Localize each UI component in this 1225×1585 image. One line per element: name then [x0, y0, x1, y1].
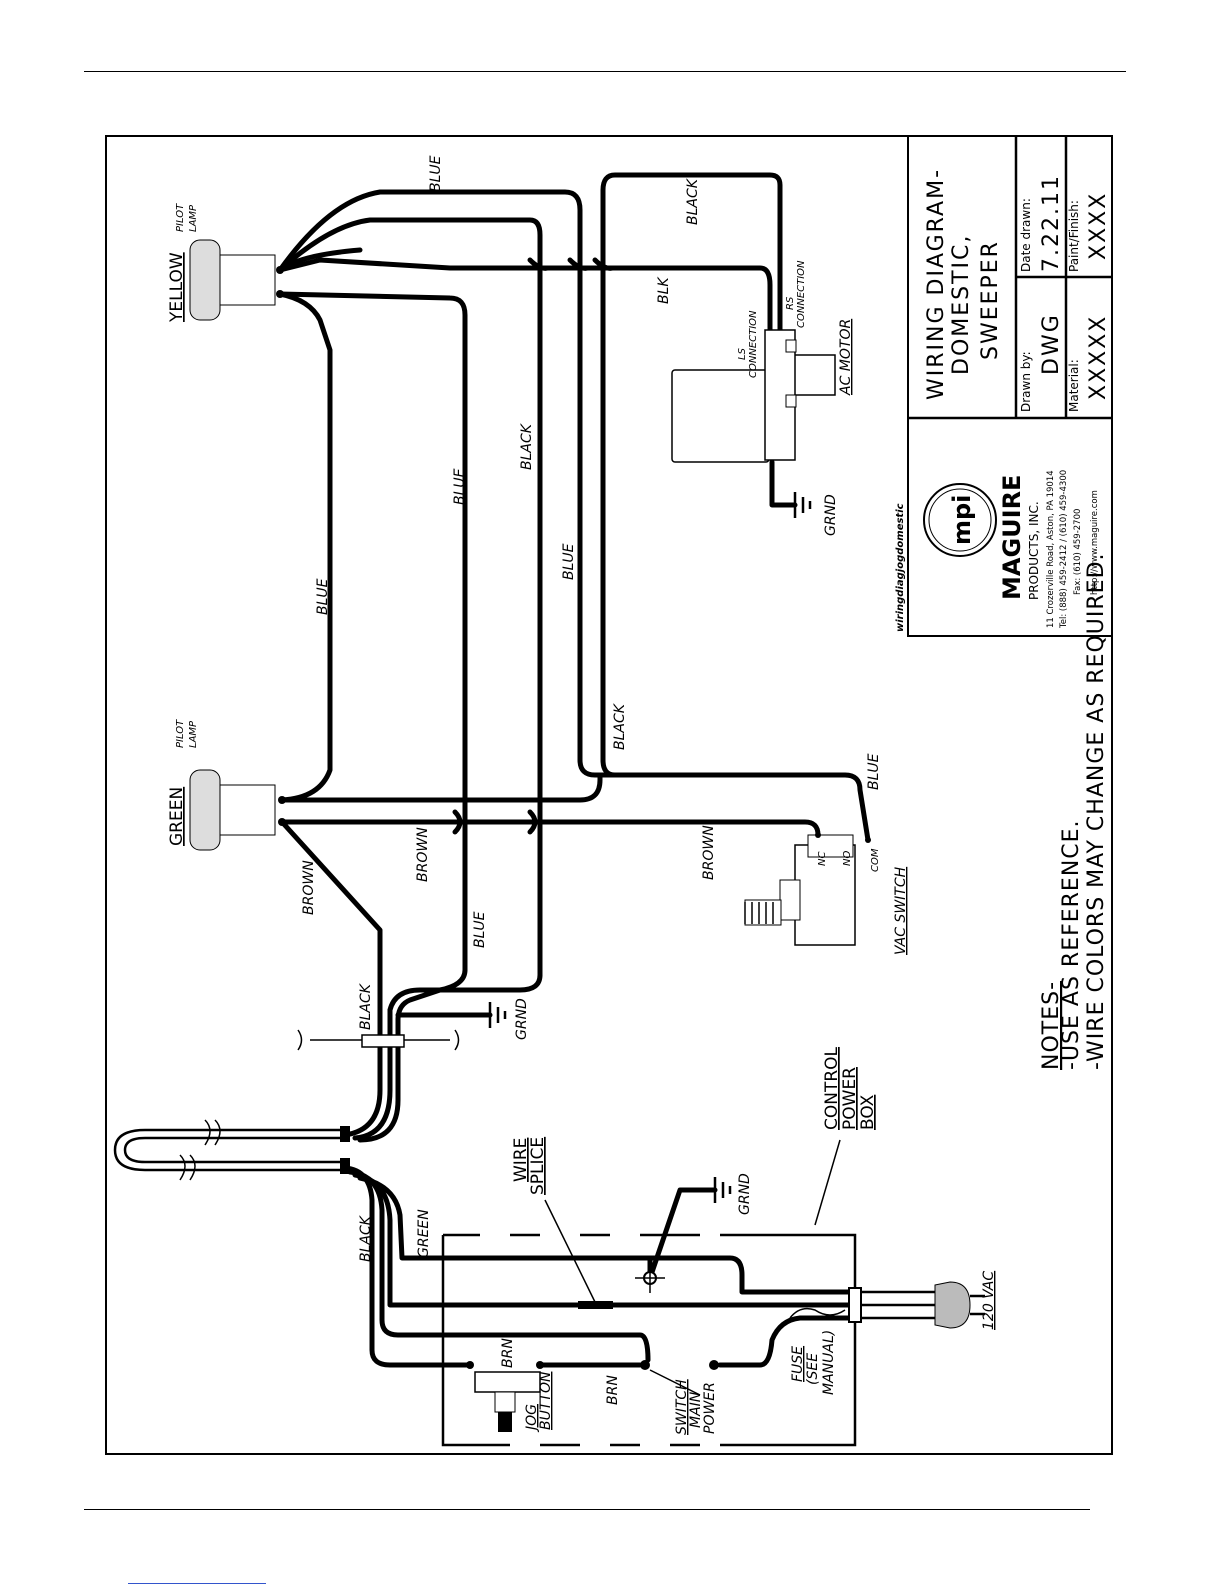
label-blue-left: BLUE	[315, 578, 331, 615]
label-brown-vac: BROWN	[701, 825, 717, 880]
fuse-line3: MANUAL)	[821, 1330, 837, 1395]
label-black-right: BLACK	[612, 702, 628, 750]
company-subname: PRODUCTS, INC.	[1027, 501, 1041, 600]
ls-connection-line1: LS	[737, 347, 748, 360]
yellow-pilot-line2: LAMP	[188, 204, 199, 232]
main-switch-line3: POWER	[702, 1382, 718, 1434]
wire-labels: BLUE BLACK BLK BLACK BLUE BLUE BLUE BLAC…	[301, 155, 882, 1405]
main-switch-line1: SWITCH	[674, 1379, 690, 1435]
paint-label: Paint/Finish:	[1067, 200, 1081, 272]
vac-com-label: COM	[870, 848, 881, 872]
title-line2: DOMESTIC,	[949, 234, 974, 375]
plug-label: 120 VAC	[981, 1271, 997, 1330]
paint-value: XXXX	[1086, 192, 1111, 260]
yellow-pilot-line1: PILOT	[175, 203, 186, 232]
label-black-mid: BLACK	[519, 422, 535, 470]
bulkhead-connector	[297, 1029, 460, 1051]
ls-connection-line2: CONNECTION	[748, 310, 759, 378]
jog-button-symbol	[466, 1361, 544, 1432]
component-labels: YELLOW PILOT LAMP GREEN PILOT LAMP LS CO…	[167, 203, 997, 1435]
label-blue-mid: BLUE	[452, 468, 468, 505]
ac-motor-label: AC MOTOR	[838, 319, 854, 396]
label-blue-right: BLUE	[561, 543, 577, 580]
rs-connection-line2: CONNECTION	[796, 260, 807, 328]
wire-crossings	[452, 257, 616, 835]
label-brn-box2: BRN	[605, 1375, 621, 1405]
wire-splice-line1: WIRE	[511, 1138, 531, 1182]
connector-ground-label: GRND	[514, 998, 530, 1040]
control-power-box	[441, 1233, 862, 1447]
label-blue-low: BLUE	[472, 911, 488, 948]
control-box-line2: POWER	[840, 1067, 860, 1130]
drawing-filename: wiringdiagjogdomestic	[895, 503, 906, 632]
label-brown-left: BROWN	[301, 860, 317, 915]
power-plug	[934, 1281, 985, 1329]
ac-motor	[671, 329, 836, 508]
green-pilot-line2: LAMP	[188, 720, 199, 748]
drawing-frame	[105, 135, 1113, 1455]
drawn-by-value: DWG	[1039, 313, 1064, 375]
control-box-leader	[814, 1139, 841, 1226]
company-name: MAGUIRE	[998, 475, 1026, 600]
label-brown-mid: BROWN	[415, 827, 431, 882]
label-blue-vac: BLUE	[866, 753, 882, 790]
label-black-cord: BLACK	[358, 1214, 374, 1262]
date-drawn-value: 7.22.11	[1039, 174, 1064, 272]
notes-line2: -WIRE COLORS MAY CHANGE AS REQUIRED.	[1084, 552, 1109, 1070]
title-block: WIRING DIAGRAM- DOMESTIC, SWEEPER Drawn …	[907, 135, 1113, 637]
vac-switch	[744, 832, 871, 946]
notes-line1: -USE AS REFERENCE.	[1059, 819, 1084, 1070]
green-pilot-lamp	[189, 769, 286, 851]
main-switch-line2: MAIN	[688, 1391, 704, 1428]
wire-splice-line2: SPLICE	[528, 1137, 548, 1195]
fuse-line1: FUSE	[790, 1346, 806, 1382]
green-lamp-label: GREEN	[167, 787, 187, 846]
date-drawn-label: Date drawn:	[1019, 198, 1033, 272]
label-blk: BLK	[656, 276, 672, 304]
title-line3: SWEEPER	[978, 240, 1003, 360]
header-rule	[84, 71, 1126, 72]
label-blue-top: BLUE	[428, 155, 444, 192]
label-green-cord: GREEN	[416, 1209, 432, 1258]
fuse-symbol	[789, 1307, 846, 1319]
vac-switch-label: VAC SWITCH	[893, 866, 909, 955]
box-ground-symbol	[635, 1263, 665, 1293]
drawn-by-label: Drawn by:	[1019, 351, 1033, 412]
notes-heading: NOTES-	[1039, 981, 1064, 1070]
control-box-line1: CONTROL	[822, 1046, 842, 1130]
label-black-low: BLACK	[358, 982, 374, 1030]
jog-button-line1: JOG	[524, 1404, 540, 1433]
main-switch-symbol	[640, 1360, 719, 1396]
company-logo	[923, 483, 997, 557]
cord-break-marks	[179, 1119, 221, 1181]
label-black-top: BLACK	[685, 177, 701, 225]
green-pilot-line1: PILOT	[175, 719, 186, 748]
material-value: XXXXX	[1086, 315, 1111, 400]
label-brn-box1: BRN	[500, 1338, 516, 1368]
company-logo-text: mpi	[948, 495, 976, 545]
control-box-line3: BOX	[858, 1094, 878, 1130]
wires	[113, 172, 935, 1368]
company-fax: Fax: (610) 459-2700	[1073, 509, 1083, 595]
vac-nc-label: NC	[817, 852, 828, 866]
motor-ground-label: GRND	[823, 494, 839, 536]
jog-button-line2: BUTTON	[538, 1371, 554, 1430]
footer-link-underline[interactable]	[128, 1583, 266, 1584]
company-address: 11 Crozerville Road, Aston, PA 19014	[1046, 470, 1056, 628]
title-line1: WIRING DIAGRAM-	[924, 168, 949, 400]
yellow-pilot-lamp	[189, 239, 284, 321]
wire-splice-symbol	[544, 1199, 613, 1309]
fuse-line2: (SEE	[805, 1353, 821, 1385]
footer-rule	[84, 1509, 1090, 1510]
vac-no-label: NO	[842, 851, 853, 866]
ground-symbols	[488, 492, 812, 1203]
yellow-lamp-label: YELLOW	[167, 252, 187, 323]
notes: NOTES- -USE AS REFERENCE. -WIRE COLORS M…	[1039, 552, 1109, 1070]
rs-connection-line1: RS	[785, 296, 796, 310]
company-tel: Tel: (888) 459-2412 / (610) 459-4300	[1059, 470, 1069, 629]
company-web: http://www.maguire.com	[1090, 490, 1100, 595]
material-label: Material:	[1067, 359, 1081, 412]
box-ground-label: GRND	[737, 1173, 753, 1215]
